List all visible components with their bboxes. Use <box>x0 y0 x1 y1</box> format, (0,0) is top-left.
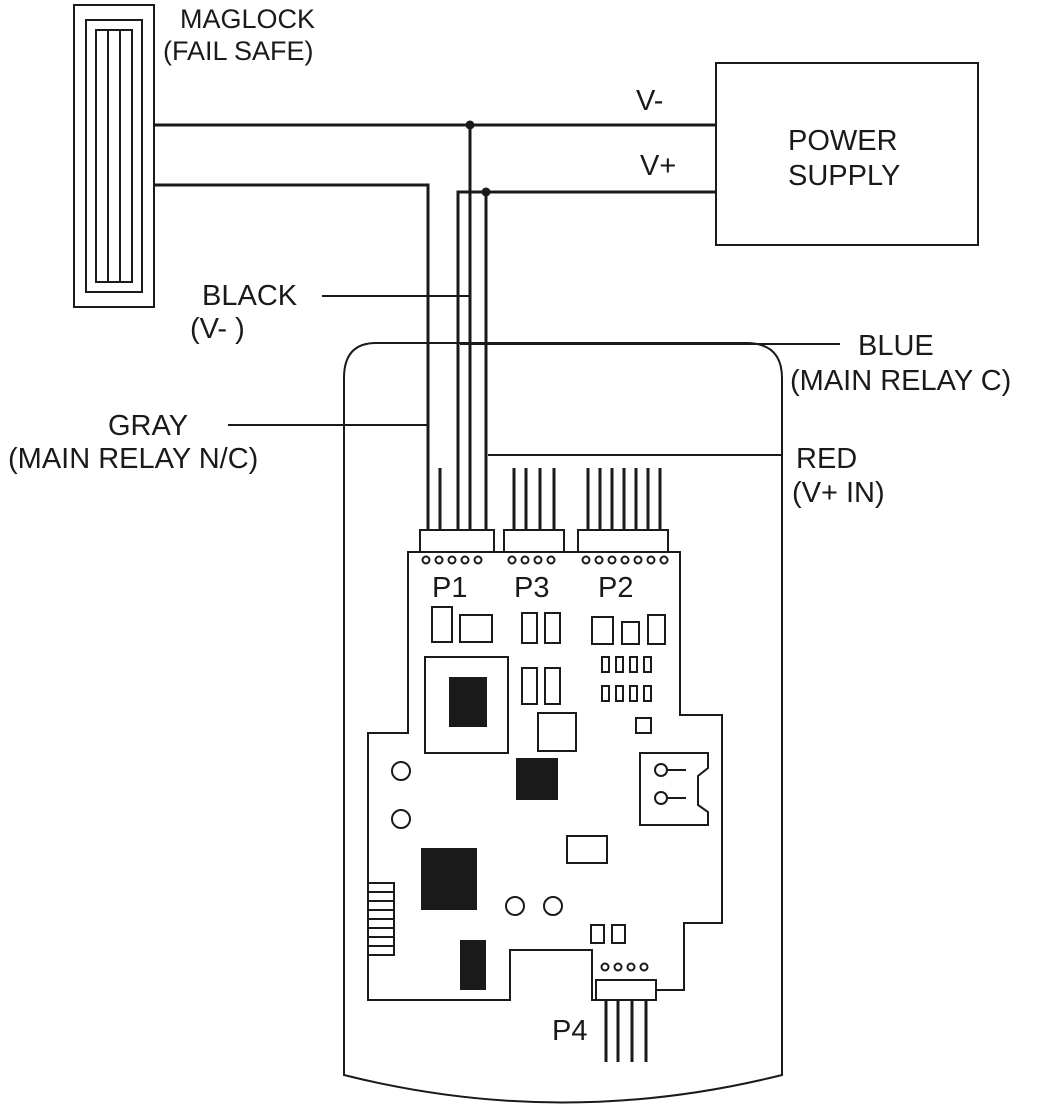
wire-network <box>154 120 716 520</box>
wire-label-black: BLACK <box>202 280 298 312</box>
maglock-subtitle: (FAIL SAFE) <box>163 36 314 66</box>
connector-label-p1: P1 <box>432 572 467 604</box>
connector-p3 <box>503 468 565 565</box>
power-supply-box <box>715 62 979 246</box>
wire-label-red: RED <box>796 443 857 475</box>
wire-gray <box>154 183 430 520</box>
power-supply-pos-terminal: V+ <box>640 150 676 182</box>
wire-label-blue: BLUE <box>858 330 934 362</box>
wire-function-blue: (MAIN RELAY C) <box>790 365 1011 397</box>
connector-p4 <box>595 962 657 1062</box>
connector-p2 <box>577 468 669 565</box>
wire-function-black: (V- ) <box>190 313 245 345</box>
board-components <box>367 606 709 990</box>
junction-dot <box>465 120 475 130</box>
power-supply-neg-terminal: V- <box>636 85 663 117</box>
connector-label-p2: P2 <box>598 572 633 604</box>
wire-blue <box>456 190 486 520</box>
power-supply-title: POWER <box>788 125 898 157</box>
junction-dot <box>481 187 491 197</box>
maglock <box>73 4 155 308</box>
connector-label-p4: P4 <box>552 1015 587 1047</box>
wire-function-gray: (MAIN RELAY N/C) <box>8 443 258 475</box>
wire-function-red: (V+ IN) <box>792 477 885 509</box>
maglock-title: MAGLOCK <box>180 4 315 34</box>
connector-p1 <box>419 520 495 565</box>
power-supply-subtitle: SUPPLY <box>788 160 900 192</box>
wire-label-gray: GRAY <box>108 410 188 442</box>
connector-label-p3: P3 <box>514 572 549 604</box>
